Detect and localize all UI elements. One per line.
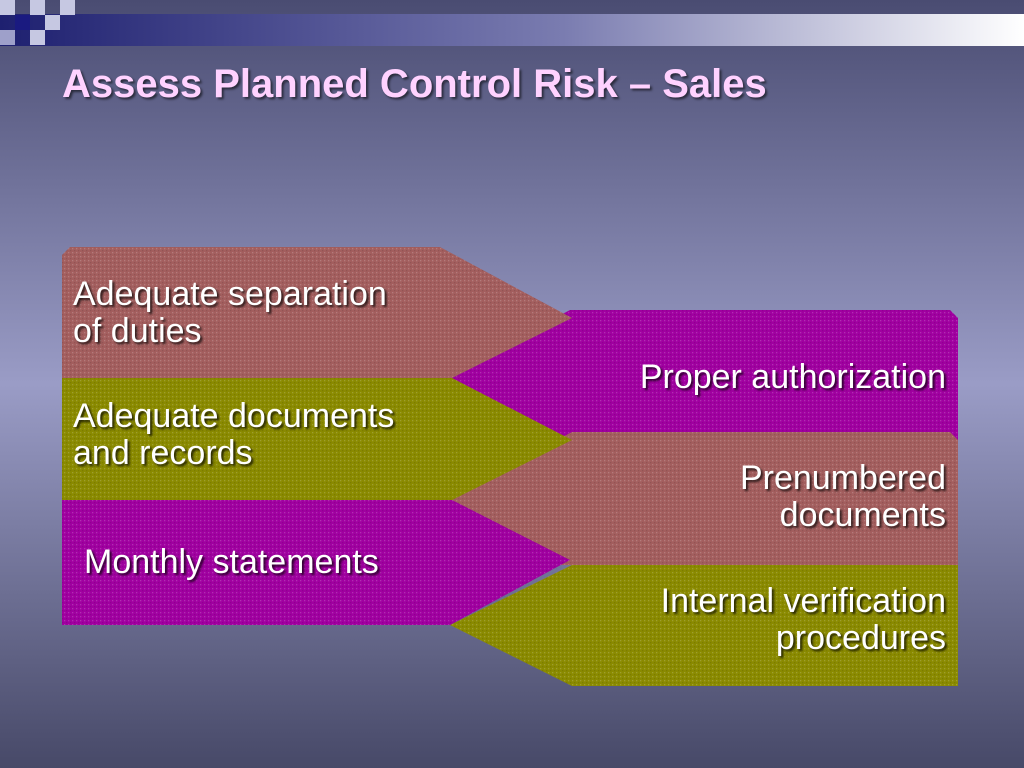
corner-squares-decoration bbox=[0, 0, 75, 45]
right-column-shapes bbox=[450, 310, 958, 686]
header-band bbox=[0, 14, 1024, 46]
left-column-shapes bbox=[62, 247, 572, 625]
